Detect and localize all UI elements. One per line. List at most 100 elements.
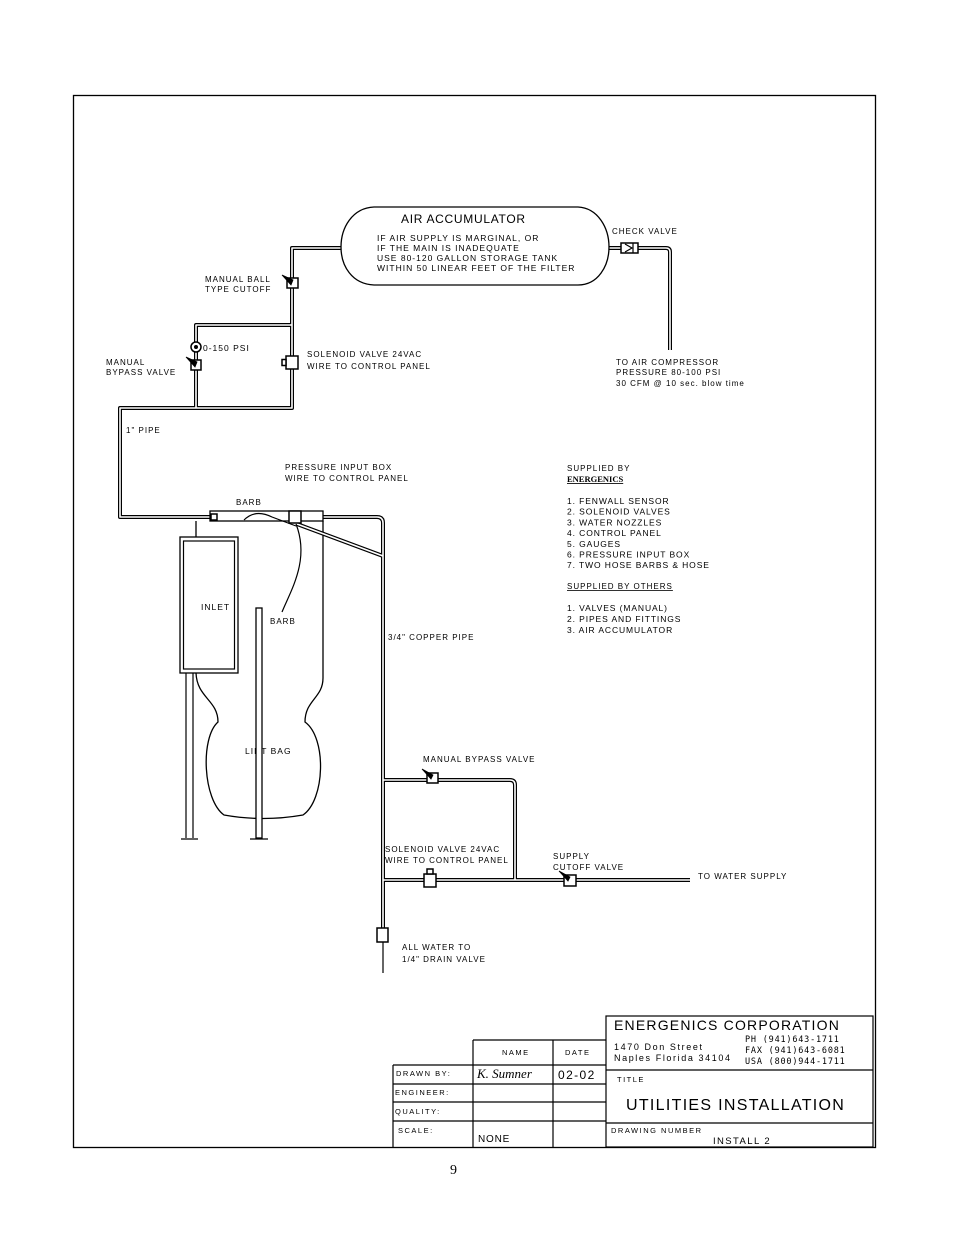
scale-label: SCALE: bbox=[398, 1126, 434, 1135]
title-label: TITLE bbox=[617, 1075, 645, 1084]
title-block: ENERGENICS CORPORATION PH (941)643-1711 … bbox=[392, 1015, 874, 1148]
inlet-label: INLET bbox=[201, 602, 230, 612]
drawn-by-label: DRAWN BY: bbox=[396, 1069, 451, 1078]
air-bypass-label: BYPASS VALVE bbox=[106, 368, 176, 377]
top-barb-label: BARB bbox=[236, 498, 262, 507]
drawing-number-label: DRAWING NUMBER bbox=[611, 1126, 703, 1135]
air-bypass-pipe bbox=[194, 323, 292, 408]
drain-valve-icon bbox=[376, 927, 389, 943]
signoff-table: NAME DATE DRAWN BY: K. Sumner 02-02 ENGI… bbox=[392, 1039, 606, 1147]
drawn-date: 02-02 bbox=[558, 1068, 596, 1082]
list-item: 6. PRESSURE INPUT BOX bbox=[567, 550, 690, 560]
ball-cutoff-label: MANUAL BALL bbox=[205, 275, 271, 284]
barb-hose bbox=[281, 523, 302, 613]
supply-cutoff-label: CUTOFF VALVE bbox=[553, 863, 624, 872]
supplied-others-heading: SUPPLIED BY OTHERS bbox=[567, 582, 673, 591]
water-solenoid-label: SOLENOID VALVE 24VAC bbox=[385, 845, 500, 854]
air-bypass-valve-icon bbox=[185, 356, 202, 371]
air-solenoid-valve-icon bbox=[281, 355, 299, 370]
drawn-by-signature: K. Sumner bbox=[476, 1066, 533, 1081]
compressor-label: 30 CFM @ 10 sec. blow time bbox=[616, 379, 745, 388]
ball-valve-icon bbox=[281, 274, 299, 289]
supplier-name: ENERGENICS bbox=[567, 474, 623, 484]
pressure-gauge-icon bbox=[190, 341, 202, 353]
water-labels: 3/4" COPPER PIPE MANUAL BYPASS VALVE SOL… bbox=[385, 633, 787, 964]
page-number: 9 bbox=[450, 1163, 457, 1178]
company-fax: FAX (941)643-6081 bbox=[745, 1046, 846, 1056]
accumulator-note: USE 80-120 GALLON STORAGE TANK bbox=[377, 253, 558, 263]
list-item: 1. FENWALL SENSOR bbox=[567, 496, 670, 506]
air-solenoid-label: SOLENOID VALVE 24VAC bbox=[307, 350, 422, 359]
air-labels: CHECK VALVE MANUAL BALL TYPE CUTOFF 0-15… bbox=[106, 227, 745, 435]
supplied-by-energenics: SUPPLIED BY ENERGENICS 1. FENWALL SENSOR… bbox=[567, 464, 710, 570]
filter-unit bbox=[179, 521, 324, 840]
compressor-label: PRESSURE 80-100 PSI bbox=[616, 368, 721, 377]
ball-cutoff-label: TYPE CUTOFF bbox=[205, 285, 271, 294]
company-address: 1470 Don Street bbox=[614, 1042, 704, 1052]
air-solenoid-label: WIRE TO CONTROL PANEL bbox=[307, 362, 431, 371]
compressor-pipe-bore bbox=[609, 247, 671, 350]
drain-label: 1/4" DRAIN VALVE bbox=[402, 955, 486, 964]
copper-pipe-bore bbox=[303, 516, 384, 928]
name-header: NAME bbox=[502, 1048, 530, 1057]
water-supply-label: TO WATER SUPPLY bbox=[698, 872, 787, 881]
company-phone: PH (941)643-1711 bbox=[745, 1035, 840, 1045]
list-item: 4. CONTROL PANEL bbox=[567, 528, 662, 538]
pressure-input-box-icon bbox=[288, 510, 302, 524]
water-bypass-pipe-bore bbox=[383, 779, 516, 880]
water-bypass-label: MANUAL BYPASS VALVE bbox=[423, 755, 536, 764]
air-bypass-pipe-bore bbox=[195, 324, 292, 408]
list-item: 1. VALVES (MANUAL) bbox=[567, 603, 668, 613]
title-block-frame bbox=[605, 1015, 874, 1148]
company-address: Naples Florida 34104 bbox=[614, 1053, 732, 1063]
company-phone-usa: USA (800)944-1711 bbox=[745, 1057, 846, 1067]
copper-pipe-label: 3/4" COPPER PIPE bbox=[388, 633, 474, 642]
pipe-bores bbox=[119, 247, 690, 928]
air-pipe-size-label: 1" PIPE bbox=[126, 426, 161, 435]
nozzle-pipe-bore bbox=[296, 523, 384, 557]
supply-cutoff-label: SUPPLY bbox=[553, 852, 590, 861]
accumulator-tank bbox=[340, 206, 610, 286]
company-name: ENERGENICS CORPORATION bbox=[614, 1017, 840, 1033]
water-solenoid-valve-icon bbox=[423, 868, 437, 888]
supplied-heading: SUPPLIED BY bbox=[567, 464, 630, 473]
list-item: 5. GAUGES bbox=[567, 539, 621, 549]
pressure-box-label: PRESSURE INPUT BOX bbox=[285, 463, 392, 472]
accumulator-note: IF THE MAIN IS INADEQUATE bbox=[377, 243, 520, 253]
list-item: 7. TWO HOSE BARBS & HOSE bbox=[567, 560, 710, 570]
supply-cutoff-valve-icon bbox=[558, 870, 577, 887]
air-accumulator: AIR ACCUMULATOR IF AIR SUPPLY IS MARGINA… bbox=[340, 206, 610, 286]
compressor-label: TO AIR COMPRESSOR bbox=[616, 358, 719, 367]
list-item: 3. AIR ACCUMULATOR bbox=[567, 625, 673, 635]
filter-labels: PRESSURE INPUT BOX WIRE TO CONTROL PANEL… bbox=[201, 463, 409, 756]
pressure-box-label: WIRE TO CONTROL PANEL bbox=[285, 474, 409, 483]
water-bypass-pipe bbox=[383, 778, 517, 880]
list-item: 2. PIPES AND FITTINGS bbox=[567, 614, 681, 624]
hose bbox=[243, 513, 297, 527]
supplied-by-others: SUPPLIED BY OTHERS 1. VALVES (MANUAL) 2.… bbox=[567, 582, 681, 635]
list-item: 3. WATER NOZZLES bbox=[567, 517, 662, 527]
accumulator-title: AIR ACCUMULATOR bbox=[401, 212, 526, 226]
check-valve-label: CHECK VALVE bbox=[612, 227, 678, 236]
drawing-border bbox=[72, 94, 877, 1149]
filter-top bbox=[209, 510, 324, 613]
side-barb-label: BARB bbox=[270, 617, 296, 626]
drawing-title: UTILITIES INSTALLATION bbox=[626, 1097, 845, 1114]
drain-label: ALL WATER TO bbox=[402, 943, 471, 952]
list-item: 2. SOLENOID VALVES bbox=[567, 507, 671, 517]
water-solenoid-label: WIRE TO CONTROL PANEL bbox=[385, 856, 509, 865]
air-fittings bbox=[185, 242, 639, 371]
water-bypass-valve-icon bbox=[421, 768, 439, 784]
water-fittings bbox=[376, 768, 577, 943]
compressor-pipe bbox=[609, 246, 672, 350]
inlet-box-inner bbox=[182, 540, 236, 670]
air-barb-fitting bbox=[210, 513, 218, 521]
lint-bag-label: LINT BAG bbox=[245, 746, 292, 756]
accumulator-note: WITHIN 50 LINEAR FEET OF THE FILTER bbox=[377, 263, 575, 273]
gauge-label: 0-150 PSI bbox=[203, 343, 250, 353]
date-header: DATE bbox=[565, 1048, 590, 1057]
scale-value: NONE bbox=[478, 1134, 510, 1145]
air-main-pipe-bore bbox=[119, 247, 341, 518]
inlet-box-outer bbox=[179, 536, 239, 674]
